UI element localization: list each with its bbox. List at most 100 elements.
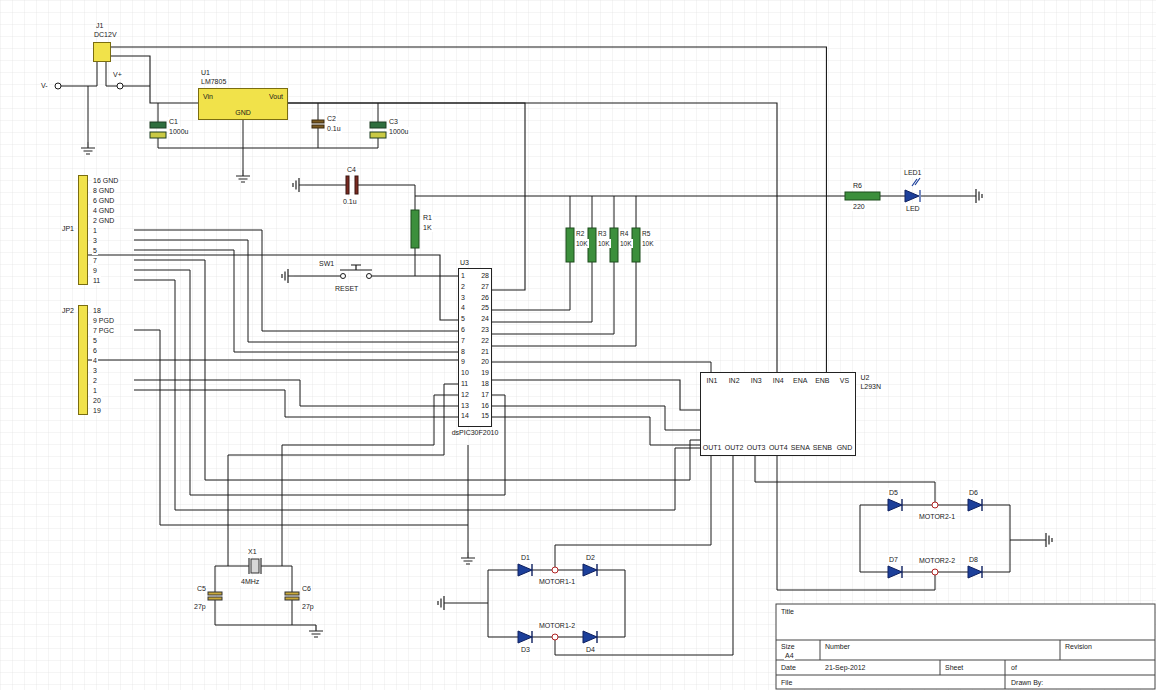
pin-name: ENA [793, 376, 807, 385]
pin-number: 2 [461, 282, 465, 291]
part-value: DC12V [94, 30, 117, 39]
pin-number: 16 [481, 401, 489, 410]
pin-number: 9 [461, 357, 465, 366]
pin-name: Vout [269, 92, 283, 101]
terminal [117, 83, 123, 89]
wire-connection [88, 255, 458, 320]
pin-number: 4 [461, 303, 465, 312]
part-value: 1K [422, 223, 433, 232]
crystal-symbol [249, 558, 261, 574]
pin-name: IN3 [751, 376, 762, 385]
motor-terminal [552, 567, 558, 573]
ground-symbol [81, 142, 95, 154]
pin-number: 12 [461, 390, 469, 399]
part-ref: C2 [326, 114, 337, 123]
wire-connection [288, 103, 525, 290]
title-block-field: Sheet [944, 663, 964, 672]
pin-number: 23 [481, 325, 489, 334]
net-label: MOTOR1-2 [538, 621, 576, 630]
pin-label: 11 [92, 276, 101, 285]
pin-name: OUT1 [703, 443, 722, 452]
part-value: 10K [641, 239, 655, 248]
part-ref: J1 [96, 21, 103, 30]
resistor-symbol [411, 210, 419, 248]
pin-label: 4 [92, 356, 98, 365]
capacitor-symbol [312, 120, 324, 123]
part-ref: D7 [888, 555, 899, 564]
pin-label: 1 [92, 226, 98, 235]
pin-name: OUT4 [769, 443, 788, 452]
pin-number: 8 [461, 347, 465, 356]
part-ref: SW1 [318, 259, 335, 268]
pin-label: 6 GND [92, 196, 115, 205]
pin-number: 24 [481, 314, 489, 323]
crystal-symbol [251, 559, 259, 573]
title-block-field: Drawn By: [1010, 678, 1044, 687]
pin-number: 10 [461, 368, 469, 377]
part-value: LM7805 [201, 77, 226, 86]
part-ref: R3 [597, 229, 607, 238]
pin-name: VS [840, 376, 849, 385]
part-ref: R4 [619, 229, 629, 238]
pin-label: 7 PGC [92, 326, 115, 335]
pin-number: 22 [481, 336, 489, 345]
pin-label: 7 [92, 256, 98, 265]
part-value: 1000u [168, 127, 189, 136]
capacitor-symbol [346, 176, 349, 194]
part-ref: D2 [585, 553, 596, 562]
pin-number: 6 [461, 325, 465, 334]
part-ref: C3 [388, 117, 399, 126]
part-ref: D4 [585, 645, 596, 654]
switch-symbol [341, 274, 346, 279]
ground-symbol [970, 189, 982, 203]
part-ref: C1 [168, 117, 179, 126]
pin-name: OUT3 [747, 443, 766, 452]
wire-connection [111, 56, 198, 103]
switch-symbol [340, 265, 372, 270]
title-block-rule [776, 640, 1155, 689]
capacitor-symbol [150, 122, 166, 128]
pin-number: 19 [481, 368, 489, 377]
switch-symbol [367, 274, 372, 279]
capacitor-symbol [370, 122, 386, 128]
title-block [776, 604, 1155, 689]
resistor-symbol [632, 228, 640, 262]
pin-name: GND [837, 443, 853, 452]
title-block-field: Date [780, 663, 797, 672]
motor-terminal [932, 502, 938, 508]
part-ref: D6 [968, 488, 979, 497]
ground-symbol [438, 596, 450, 610]
ground-symbol [309, 625, 323, 637]
pin-label: 9 [92, 266, 98, 275]
pin-label: 8 GND [92, 186, 115, 195]
ground-symbol [293, 178, 305, 192]
part-ref: U2 [860, 373, 869, 382]
resistor-symbol [610, 228, 618, 262]
capacitor-symbol [312, 125, 324, 128]
pin-name: IN2 [729, 376, 740, 385]
pin-label: 3 [92, 366, 98, 375]
title-block-field: Number [824, 642, 851, 651]
pin-name: Vin [203, 92, 213, 101]
net-label: MOTOR2-1 [918, 512, 956, 521]
resistor-symbol [845, 192, 880, 200]
pin-number: 11 [461, 379, 468, 388]
part-value: 1000u [388, 127, 409, 136]
pin-number: 14 [461, 411, 469, 420]
pin-name: SENA [791, 443, 810, 452]
pin-name: GND [235, 108, 251, 117]
title-block-field: Size [780, 642, 796, 651]
pin-number: 26 [481, 293, 489, 302]
net-label: MOTOR1-1 [538, 577, 576, 586]
pin-name: ENB [815, 376, 829, 385]
pin-name: IN1 [707, 376, 718, 385]
title-block-value: A4 [784, 651, 795, 660]
regulator-ic: U1LM7805VinVoutGND [198, 88, 288, 120]
ground-symbol [1040, 533, 1052, 547]
part-value: 220 [852, 202, 866, 211]
pin-label: 6 [92, 346, 98, 355]
terminal [55, 83, 61, 89]
ground-symbol [461, 552, 475, 564]
part-value: 4MHz [240, 577, 260, 586]
